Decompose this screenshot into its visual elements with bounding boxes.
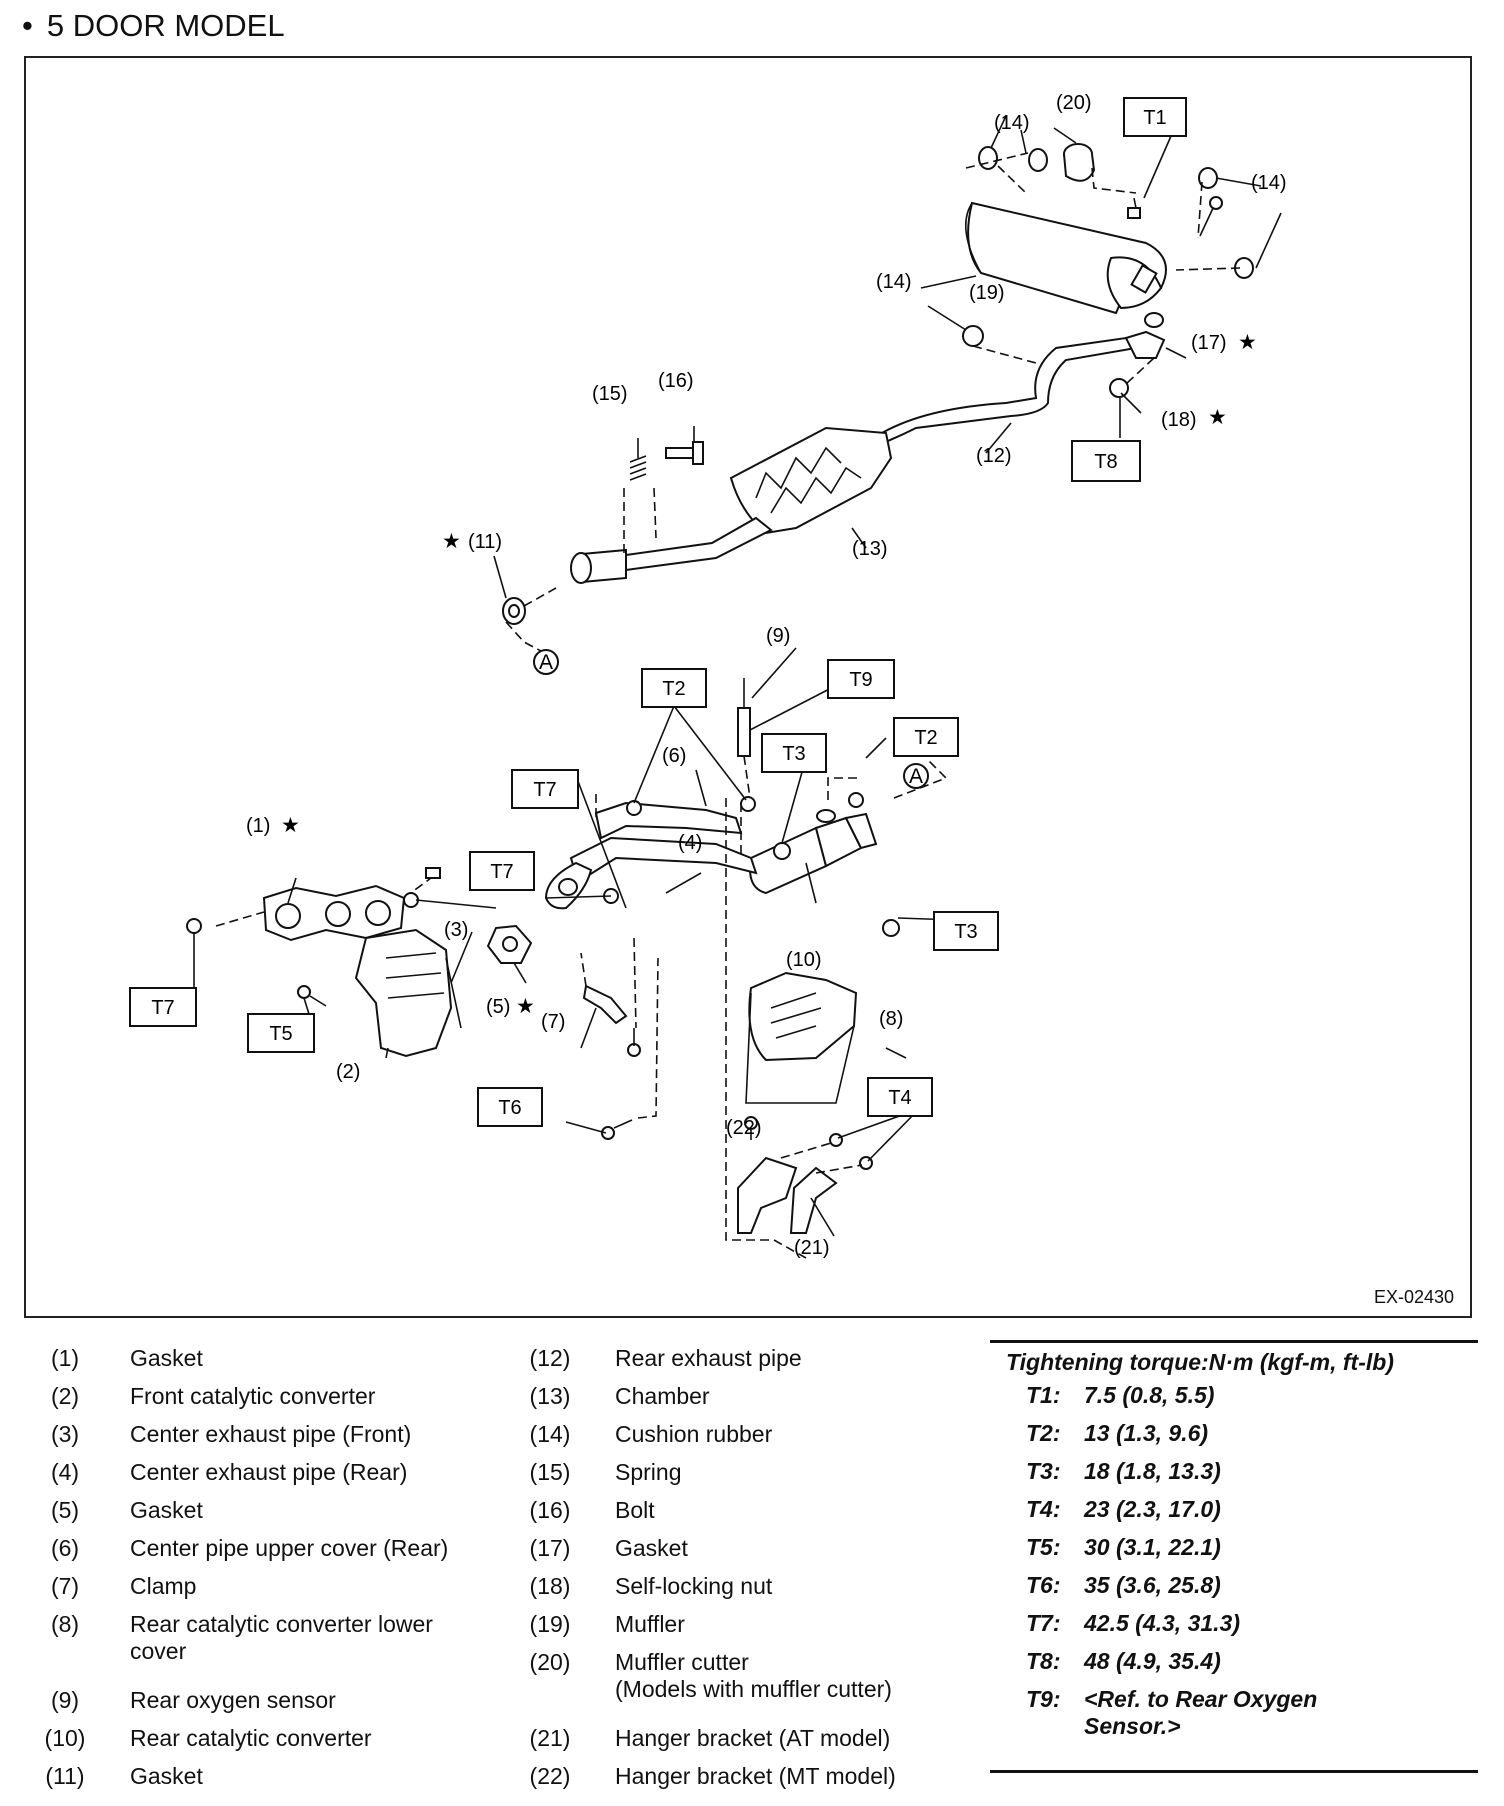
- callout-17: (17): [1191, 332, 1227, 354]
- callout-6: (6): [662, 745, 686, 767]
- star-18-icon: ★: [1208, 406, 1227, 429]
- callout-18: (18): [1161, 409, 1197, 431]
- torque-row: T6:35 (3.6, 25.8): [1026, 1572, 1221, 1598]
- callout-1: (1): [246, 815, 270, 837]
- svg-text:T3: T3: [782, 743, 805, 765]
- torque-box-t6: T6: [477, 1087, 543, 1127]
- callout-4: (4): [678, 832, 702, 854]
- svg-text:T7: T7: [151, 997, 174, 1019]
- rear-exhaust-pipe-part: [855, 312, 1166, 454]
- svg-text:T2: T2: [662, 678, 685, 700]
- front-catalytic-converter-part: [354, 928, 462, 1058]
- rear-catalytic-converter-part: [749, 809, 878, 895]
- torque-row: T1:7.5 (0.8, 5.5): [1026, 1382, 1215, 1408]
- torque-box-t3a: T3: [761, 733, 827, 773]
- torque-row: T4:23 (2.3, 17.0): [1026, 1496, 1221, 1522]
- svg-text:T2: T2: [914, 727, 937, 749]
- torque-box-t8: T8: [1071, 440, 1141, 482]
- callout-11: (11): [468, 531, 502, 553]
- callout-14c: (14): [876, 271, 912, 293]
- callout-14a: (14): [994, 112, 1030, 134]
- muffler-cutter-part: [1063, 143, 1096, 182]
- callout-8: (8): [879, 1008, 903, 1030]
- svg-text:T1: T1: [1143, 107, 1166, 129]
- torque-box-t5: T5: [247, 1013, 315, 1053]
- star-5-icon: ★: [516, 995, 535, 1018]
- nuts-and-bolts: [601, 792, 900, 1140]
- hanger-brackets-part: [737, 1116, 873, 1234]
- callout-2: (2): [336, 1061, 360, 1083]
- star-1-icon: ★: [281, 814, 300, 837]
- torque-row: T7:42.5 (4.3, 31.3): [1026, 1610, 1240, 1636]
- callout-3: (3): [444, 919, 468, 941]
- muffler-part: [965, 201, 1167, 315]
- torque-heading: Tightening torque:N·m (kgf-m, ft-lb): [1006, 1349, 1394, 1375]
- callout-16: (16): [658, 370, 694, 392]
- muffler-bolts: [1127, 196, 1223, 237]
- torque-row: T5:30 (3.1, 22.1): [1026, 1534, 1221, 1560]
- svg-text:T4: T4: [888, 1087, 911, 1109]
- callout-13: (13): [852, 538, 888, 560]
- callout-5: (5): [486, 996, 510, 1018]
- callout-10: (10): [786, 949, 822, 971]
- callout-12: (12): [976, 445, 1012, 467]
- torque-box-t7c: T7: [129, 987, 197, 1027]
- exploded-diagram: .p { fill: #fff; stroke: #111; stroke-wi…: [24, 56, 1472, 1318]
- svg-text:T7: T7: [490, 861, 513, 883]
- bullet-icon: •: [22, 8, 33, 43]
- star-17-icon: ★: [1238, 331, 1257, 354]
- figure-code: EX-02430: [1373, 1287, 1454, 1307]
- cushion-rubber-parts: [962, 146, 1254, 347]
- svg-text:T7: T7: [533, 779, 556, 801]
- torque-table: Tightening torque:N·m (kgf-m, ft-lb) T1:…: [990, 1340, 1478, 1773]
- exhaust-system-drawing: .p { fill: #fff; stroke: #111; stroke-wi…: [129, 92, 1287, 1259]
- svg-text:T6: T6: [498, 1097, 521, 1119]
- torque-row: T2:13 (1.3, 9.6): [1026, 1420, 1209, 1446]
- callout-22: (22): [726, 1117, 762, 1139]
- callout-21: (21): [794, 1237, 830, 1259]
- torque-box-t4: T4: [867, 1077, 933, 1117]
- ref-a-marker: A: [827, 757, 948, 800]
- chamber-part: [570, 426, 893, 584]
- torque-row: T3:18 (1.8, 13.3): [1026, 1458, 1221, 1484]
- torque-box-t3b: T3: [933, 911, 999, 951]
- gasket-5-part: [486, 924, 533, 964]
- torque-row: T8:48 (4.9, 35.4): [1026, 1648, 1221, 1674]
- torque-box-t1: T1: [1123, 97, 1187, 137]
- callout-19: (19): [969, 282, 1005, 304]
- title-text: 5 DOOR MODEL: [46, 8, 285, 43]
- ref-a-label-2: A: [909, 765, 923, 788]
- callout-15: (15): [592, 383, 628, 405]
- lower-cover-part: [745, 971, 858, 1104]
- ref-a-label-1: A: [539, 651, 553, 674]
- torque-box-t7b: T7: [469, 851, 535, 891]
- torque-box-t2b: T2: [893, 717, 959, 757]
- callout-7: (7): [541, 1011, 565, 1033]
- torque-box-t7a: T7: [511, 769, 579, 809]
- svg-text:T5: T5: [269, 1023, 292, 1045]
- callout-14b: (14): [1251, 172, 1287, 194]
- gasket-11-part: A: [502, 587, 559, 675]
- callout-20: (20): [1056, 92, 1092, 114]
- svg-text:T9: T9: [849, 669, 872, 691]
- svg-text:T8: T8: [1094, 451, 1117, 473]
- gasket-1-part: [215, 877, 432, 942]
- torque-box-t9: T9: [827, 659, 895, 699]
- clamp-part: [580, 937, 637, 1029]
- spring-bolt-parts: [629, 441, 704, 481]
- page-title: • 5 DOOR MODEL: [22, 8, 285, 44]
- svg-text:T3: T3: [954, 921, 977, 943]
- star-11-icon: ★: [442, 530, 461, 553]
- callout-9: (9): [766, 625, 790, 647]
- rear-oxygen-sensor-part: [725, 678, 807, 1259]
- torque-box-t2a: T2: [641, 668, 707, 708]
